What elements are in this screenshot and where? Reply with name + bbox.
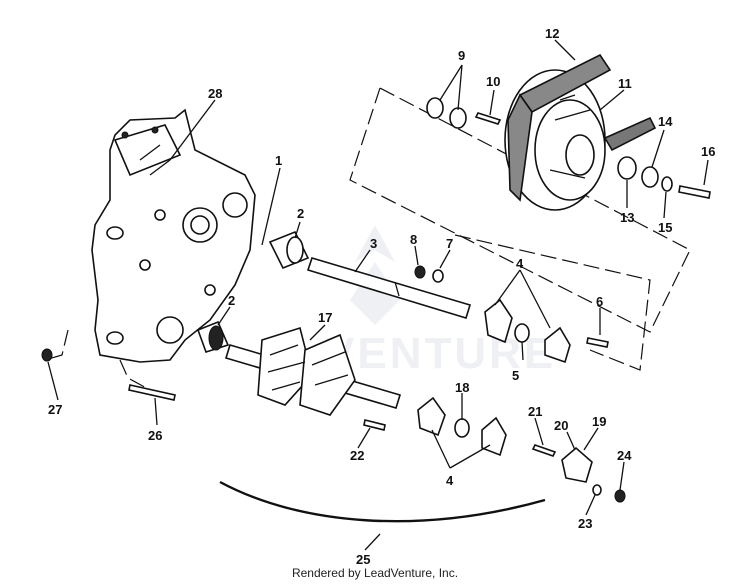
- callout-2-upper: 2: [297, 206, 304, 221]
- callout-27: 27: [48, 402, 62, 417]
- washer-7: [432, 269, 444, 283]
- callout-12: 12: [545, 26, 559, 41]
- callout-2-lower: 2: [228, 293, 235, 308]
- flange-lower-right: [481, 416, 507, 457]
- callout-10: 10: [486, 74, 500, 89]
- washer-23: [592, 484, 602, 496]
- callout-28: 28: [208, 86, 222, 101]
- bolt-26: [128, 384, 176, 401]
- callout-4-upper: 4: [516, 256, 524, 271]
- callout-17: 17: [318, 310, 332, 325]
- callout-20: 20: [554, 418, 568, 433]
- callout-24: 24: [617, 448, 632, 463]
- callout-9: 9: [458, 48, 465, 63]
- callout-6: 6: [596, 294, 603, 309]
- bushing-13: [617, 156, 637, 180]
- callout-18: 18: [455, 380, 469, 395]
- callout-23: 23: [578, 516, 592, 531]
- callout-3: 3: [370, 236, 377, 251]
- callout-26: 26: [148, 428, 162, 443]
- callout-1: 1: [275, 153, 282, 168]
- flange-lower-left: [417, 396, 446, 437]
- dashed-assembly-outline: [44, 87, 691, 391]
- callout-21: 21: [528, 404, 542, 419]
- worm-gear: [504, 69, 606, 211]
- bushing-5: [514, 323, 530, 343]
- callout-25: 25: [356, 552, 370, 567]
- callout-19: 19: [592, 414, 606, 429]
- drive-belt: [507, 53, 657, 202]
- washer-14: [641, 166, 659, 188]
- callout-13: 13: [620, 210, 634, 225]
- bushing-18: [454, 418, 470, 438]
- washer-pair: [426, 97, 467, 129]
- render-credit: Rendered by LeadVenture, Inc.: [291, 566, 459, 580]
- nut-27: [41, 348, 53, 362]
- callout-16: 16: [701, 144, 715, 159]
- bearing-lower: [196, 320, 230, 353]
- pin-10: [474, 112, 502, 125]
- bearing-cap-20: [561, 446, 593, 483]
- screw-6: [586, 337, 609, 348]
- nut-24: [614, 489, 626, 503]
- callout-8: 8: [410, 232, 417, 247]
- callout-14: 14: [658, 114, 673, 129]
- nut-8: [414, 265, 426, 279]
- callout-7: 7: [446, 236, 453, 251]
- callout-22: 22: [350, 448, 364, 463]
- input-shaft: [306, 257, 472, 319]
- impeller: [257, 326, 356, 416]
- gear-case-housing: [91, 108, 256, 363]
- pin-21: [531, 444, 557, 457]
- callout-5: 5: [512, 368, 519, 383]
- washer-15: [661, 176, 673, 192]
- bearing-upper: [268, 230, 310, 270]
- leader-lines: [47, 39, 709, 551]
- callout-11: 11: [618, 76, 632, 91]
- callout-15: 15: [658, 220, 672, 235]
- flange-upper-right: [544, 326, 571, 364]
- callout-4-lower: 4: [446, 473, 454, 488]
- screw-22: [363, 419, 386, 431]
- bolt-16: [678, 185, 711, 199]
- cable-25: [219, 480, 546, 523]
